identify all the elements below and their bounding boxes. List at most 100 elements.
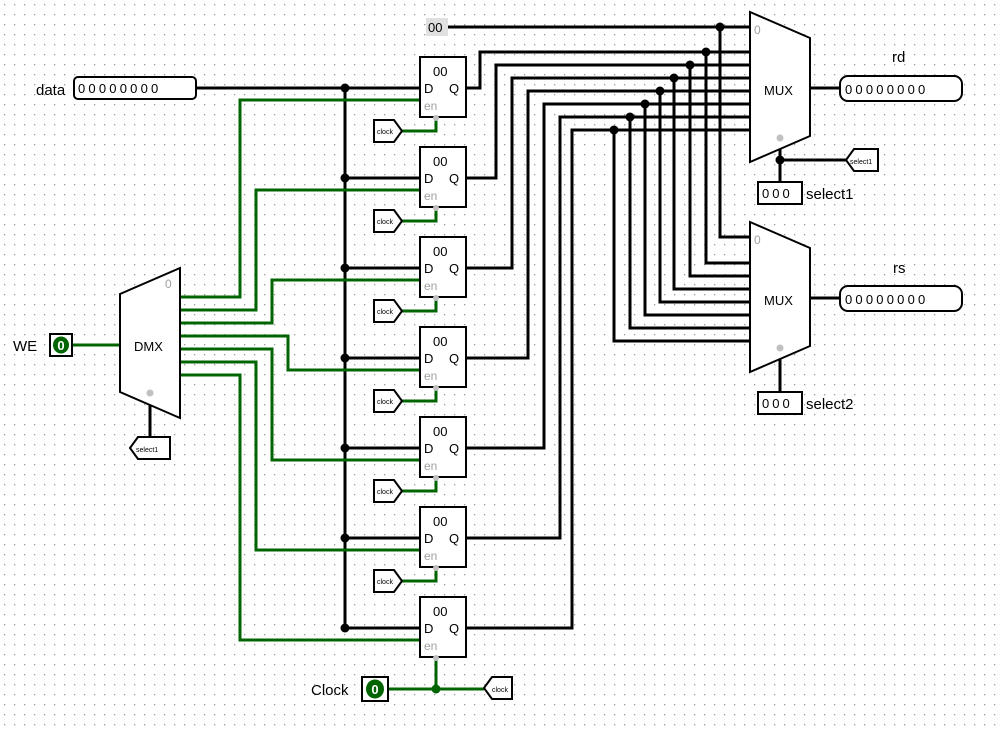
- register-q-wire: [466, 50, 750, 90]
- clock-tunnel-label: clock: [377, 579, 393, 586]
- rd-output-pin[interactable]: rd 00000000: [839, 49, 963, 102]
- register-q-to-mux2-wire: [672, 78, 750, 291]
- register-clock-port: [433, 655, 439, 661]
- data-bus-junction: [340, 443, 350, 453]
- select2-value: 000: [762, 396, 793, 411]
- mux1-select-tunnel[interactable]: select1: [844, 148, 879, 172]
- register-value: 00: [433, 154, 447, 169]
- q-junction: [609, 125, 619, 135]
- data-bus-junction: [340, 533, 350, 543]
- register-clock-port: [433, 385, 439, 391]
- clock-tunnel[interactable]: clock: [373, 389, 404, 413]
- clock-tunnel[interactable]: clock: [373, 479, 404, 503]
- register-q-port: Q: [449, 351, 459, 366]
- multiplexer-rd[interactable]: MUX 0: [749, 10, 811, 164]
- rs-output-label: rs: [893, 260, 906, 277]
- q-junction: [669, 73, 679, 83]
- we-input-label: WE: [13, 338, 37, 355]
- register-clock-wire: [402, 479, 438, 493]
- constant-value: 00: [428, 20, 442, 35]
- register-body: [419, 416, 467, 478]
- register-q-to-mux2-wire: [612, 130, 750, 343]
- register-q-wire: [466, 115, 750, 540]
- constant-to-mux2-wire: [718, 27, 750, 239]
- register-en-port: en: [424, 369, 437, 383]
- clock-tunnel-label: clock: [377, 219, 393, 226]
- dmx-enable-wire: [180, 278, 420, 325]
- register-clock-wire: [402, 389, 438, 403]
- register-q-wire: [466, 63, 750, 180]
- register-en-port: en: [424, 459, 437, 473]
- register-en-port: en: [424, 189, 437, 203]
- register-q-to-mux2-wire: [658, 91, 750, 304]
- select1-value: 000: [762, 186, 793, 201]
- dmx-port0: 0: [165, 277, 172, 291]
- register-clock-port: [433, 205, 439, 211]
- register-q-port: Q: [449, 531, 459, 546]
- register-clock-wire: [402, 209, 438, 223]
- data-input-value: 00000000: [78, 81, 161, 96]
- clock-tunnel[interactable]: clock: [373, 209, 404, 233]
- register-clock-port: [433, 565, 439, 571]
- component-layer: 00 data 00000000 WE 0 Clock 0 clock: [13, 10, 963, 702]
- data-bus-junction: [340, 173, 350, 183]
- constant-00[interactable]: 00: [426, 18, 448, 36]
- clock-tunnel-label: clock: [377, 399, 393, 406]
- dmx-enable-wire: [180, 347, 420, 462]
- register[interactable]: 00D Qen: [419, 326, 467, 391]
- register-en-port: en: [424, 639, 437, 653]
- select1-input-pin[interactable]: 000 select1: [757, 181, 854, 205]
- clock-tunnel-label: clock: [377, 489, 393, 496]
- clock-input-pin[interactable]: Clock 0: [311, 676, 389, 702]
- register-q-port: Q: [449, 261, 459, 276]
- dmx-select-tunnel[interactable]: select1: [128, 436, 171, 460]
- dmx-enable-wire: [180, 334, 420, 372]
- demultiplexer[interactable]: DMX 0: [119, 266, 181, 420]
- register-q-wire: [466, 76, 750, 270]
- data-input-pin[interactable]: data 00000000: [36, 76, 197, 100]
- register-q-to-mux2-wire: [628, 117, 750, 330]
- register-value: 00: [433, 424, 447, 439]
- rs-output-pin[interactable]: rs 00000000: [839, 260, 963, 312]
- register-q-wire: [466, 128, 750, 630]
- q-junction: [655, 86, 665, 96]
- multiplexer-rs[interactable]: MUX 0: [749, 220, 811, 374]
- clock-tunnel-main[interactable]: clock: [482, 676, 513, 700]
- clock-tunnel[interactable]: clock: [373, 119, 404, 143]
- register-en-port: en: [424, 279, 437, 293]
- mux1-label: MUX: [764, 83, 793, 98]
- we-input-pin[interactable]: WE 0: [13, 333, 73, 357]
- register-en-port: en: [424, 99, 437, 113]
- clock-tunnel[interactable]: clock: [373, 569, 404, 593]
- select2-input-pin[interactable]: 000 select2: [757, 391, 854, 415]
- dmx-label: DMX: [134, 339, 163, 354]
- register-d-port: D: [424, 261, 433, 276]
- register-body: [419, 236, 467, 298]
- clock-tunnel-label: clock: [377, 129, 393, 136]
- clock-tunnel[interactable]: clock: [373, 299, 404, 323]
- register-body: [419, 146, 467, 208]
- data-bus-junction: [340, 83, 350, 93]
- register-clock-wire: [402, 299, 438, 313]
- clock-input-value: 0: [371, 682, 378, 697]
- register-value: 00: [433, 334, 447, 349]
- register-value: 00: [433, 604, 447, 619]
- register-d-port: D: [424, 351, 433, 366]
- q-junction: [701, 47, 711, 57]
- register-d-port: D: [424, 621, 433, 636]
- register-q-to-mux2-wire: [643, 104, 750, 317]
- register-value: 00: [433, 514, 447, 529]
- mux1-select-junction: [775, 155, 785, 165]
- dmx-enable-wire: [180, 98, 420, 299]
- register-q-to-mux2-wire: [688, 65, 750, 278]
- register-body: [419, 506, 467, 568]
- register-q-port: Q: [449, 81, 459, 96]
